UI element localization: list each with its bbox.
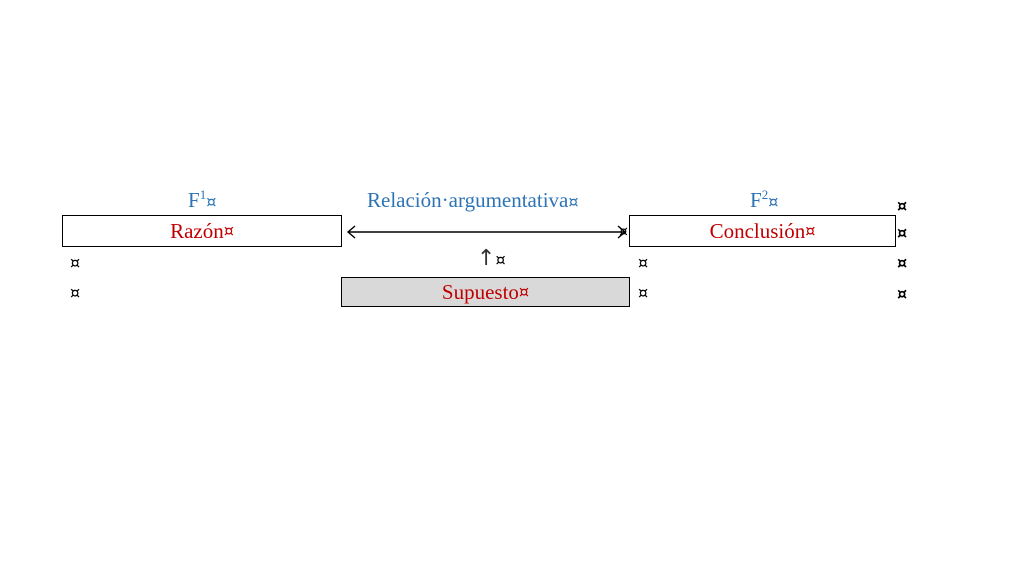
header-f1-superscript: 1 bbox=[199, 187, 207, 202]
header-relation-label: Relación·argumentativa bbox=[367, 188, 569, 212]
supuesto-box: Supuesto¤ bbox=[341, 277, 630, 307]
cell-mark-r4-left: ¤ bbox=[70, 283, 81, 302]
razon-box: Razón¤ bbox=[62, 215, 342, 247]
cell-mark-r3-right: ¤ bbox=[638, 253, 649, 272]
header-f2-mark: ¤ bbox=[768, 192, 779, 211]
conclusion-mark: ¤ bbox=[805, 221, 816, 240]
header-f1-mark: ¤ bbox=[206, 192, 217, 211]
up-arrow-cell: ↑¤ bbox=[477, 246, 506, 271]
cell-mark-arrow-end: ¤ bbox=[619, 224, 628, 240]
double-headed-arrow bbox=[346, 225, 627, 239]
conclusion-box: Conclusión¤ bbox=[629, 215, 896, 247]
header-relation-mark: ¤ bbox=[568, 192, 579, 211]
cell-mark-r2-end: ¤ bbox=[897, 223, 908, 242]
up-arrow-mark: ¤ bbox=[495, 250, 506, 269]
supuesto-label: Supuesto bbox=[441, 280, 519, 304]
cell-mark-r3-left: ¤ bbox=[70, 253, 81, 272]
cell-mark-r1-end: ¤ bbox=[897, 196, 908, 215]
cell-mark-r4-end: ¤ bbox=[897, 284, 908, 303]
razon-label: Razón bbox=[170, 219, 224, 243]
conclusion-label: Conclusión bbox=[709, 219, 806, 243]
header-f2: F2¤ bbox=[750, 188, 778, 212]
supuesto-mark: ¤ bbox=[518, 282, 530, 301]
header-f1: F1¤ bbox=[188, 188, 216, 212]
razon-mark: ¤ bbox=[223, 221, 234, 240]
header-f1-letter: F bbox=[188, 188, 200, 212]
up-arrow-icon: ↑ bbox=[477, 246, 496, 271]
cell-mark-r3-end: ¤ bbox=[897, 253, 908, 272]
header-relation: Relación·argumentativa¤ bbox=[367, 188, 579, 212]
cell-mark-r4-right: ¤ bbox=[638, 283, 649, 302]
header-f2-superscript: 2 bbox=[761, 187, 769, 202]
header-f2-letter: F bbox=[750, 188, 762, 212]
